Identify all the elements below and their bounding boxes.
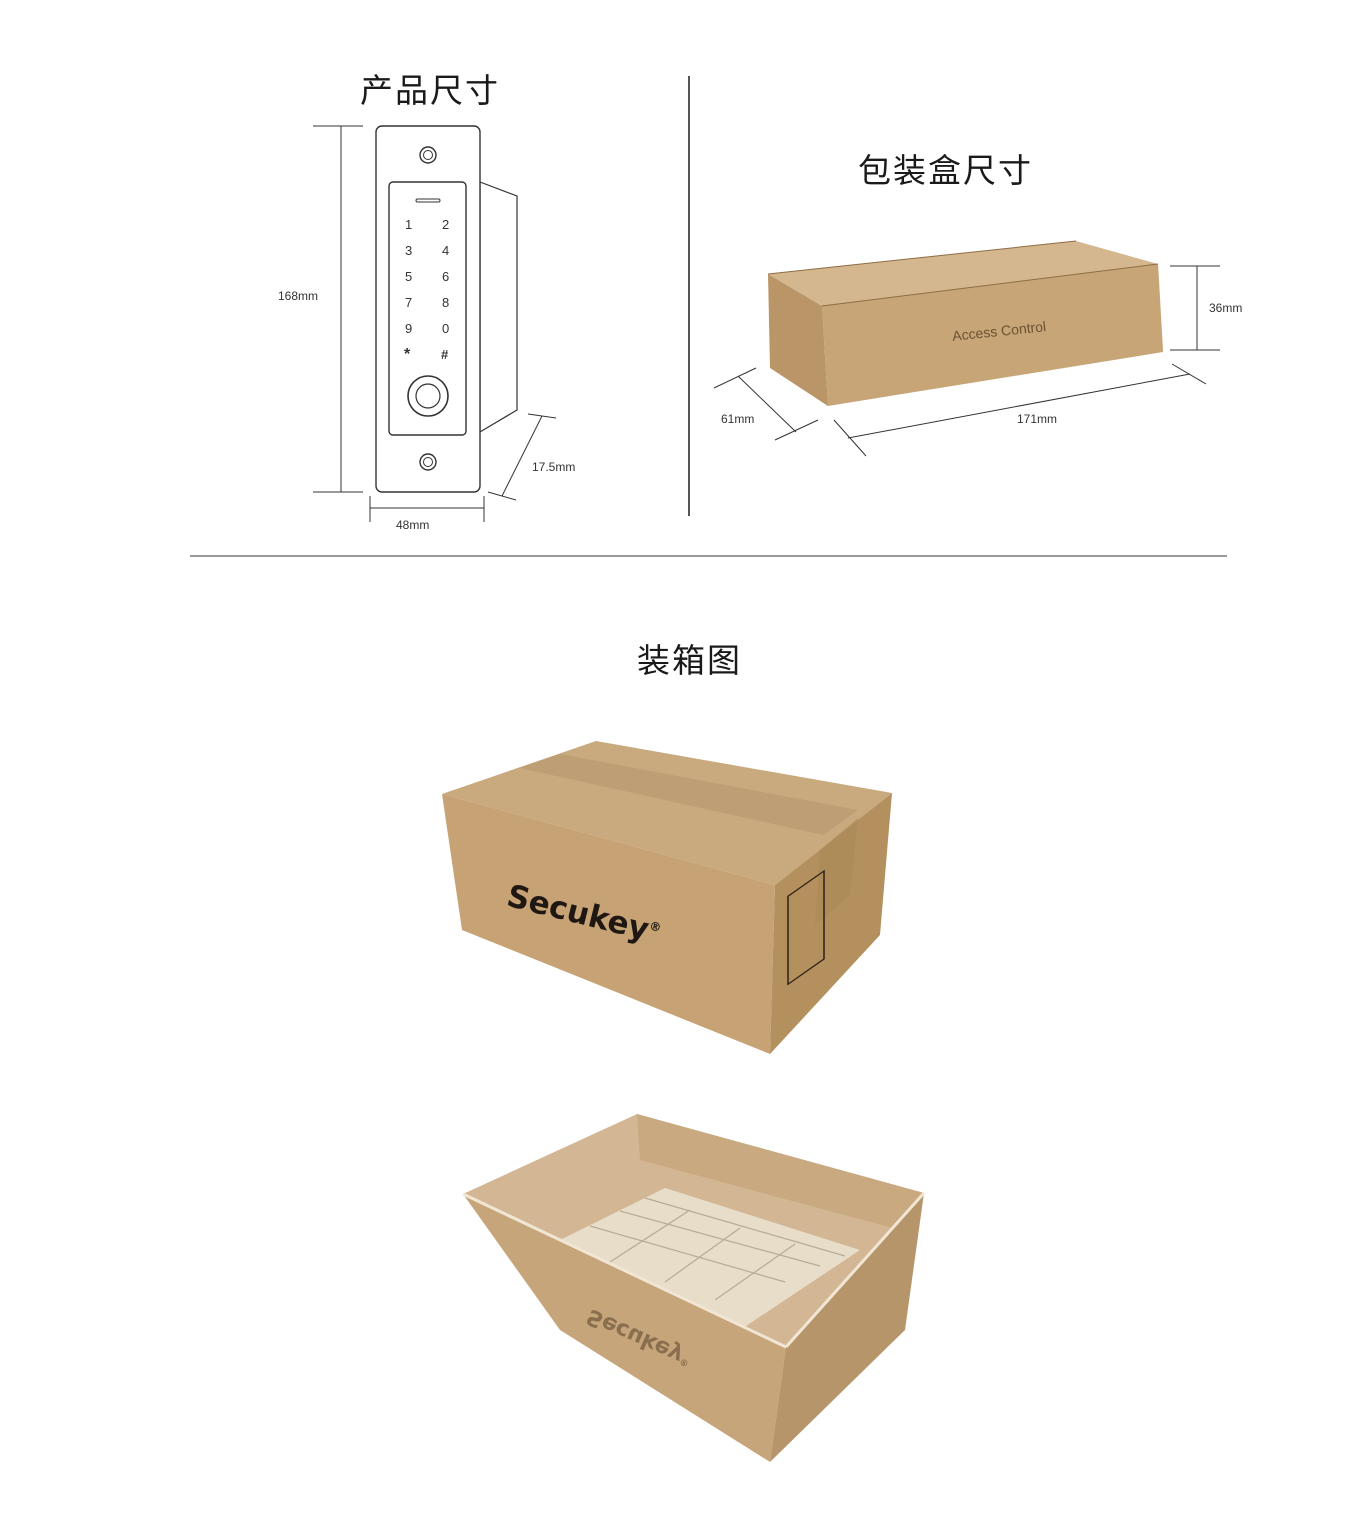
product-height-label: 168mm — [278, 289, 319, 303]
key-6: 6 — [442, 269, 450, 284]
key-0: 0 — [442, 321, 450, 336]
product-size-heading: 产品尺寸 — [360, 71, 500, 110]
key-1: 1 — [405, 217, 413, 232]
carton-side-face — [770, 793, 892, 1054]
key-4: 4 — [442, 243, 450, 258]
packed-boxes — [560, 1188, 860, 1330]
box-depth-dimension-line — [737, 375, 797, 433]
open-carton-front-face — [463, 1194, 786, 1462]
key-hash: # — [441, 347, 449, 362]
status-led — [415, 198, 441, 203]
carton-packing-heading: 装箱图 — [637, 641, 742, 680]
key-2: 2 — [442, 217, 450, 232]
vertical-divider — [688, 76, 690, 516]
top-screw-icon — [419, 146, 437, 164]
box-top-face — [768, 241, 1158, 306]
box-height-label: 36mm — [1209, 301, 1243, 315]
key-7: 7 — [405, 295, 413, 310]
box-length-label: 171mm — [1017, 412, 1058, 426]
bottom-screw-icon — [419, 453, 437, 471]
open-carton-side-face — [770, 1193, 924, 1462]
key-8: 8 — [442, 295, 450, 310]
carton-front-face — [442, 794, 775, 1054]
keypad-panel — [388, 181, 467, 436]
depth-dimension-line — [501, 415, 543, 497]
box-depth-label: 61mm — [721, 412, 755, 426]
box-front-face — [822, 264, 1163, 406]
key-5: 5 — [405, 269, 413, 284]
handling-symbols-icon — [787, 869, 825, 986]
product-width-label: 48mm — [396, 518, 430, 532]
packing-tape — [520, 754, 858, 835]
box-left-face — [768, 274, 828, 406]
horizontal-divider — [190, 555, 1227, 557]
fingerprint-sensor-icon — [407, 375, 449, 417]
box-length-dimension-line — [847, 373, 1191, 439]
key-9: 9 — [405, 321, 413, 336]
product-depth-label: 17.5mm — [532, 460, 576, 474]
package-box-size-heading: 包装盒尺寸 — [858, 151, 1033, 190]
key-3: 3 — [405, 243, 413, 258]
key-star: * — [404, 346, 411, 363]
